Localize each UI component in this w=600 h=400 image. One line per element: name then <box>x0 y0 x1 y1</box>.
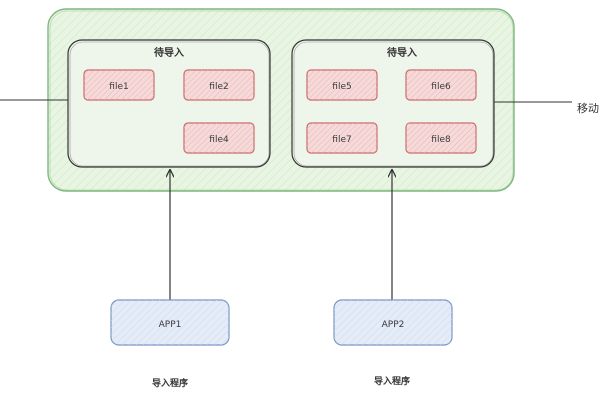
side-label-move: 移动 <box>577 102 599 115</box>
file-label: file7 <box>332 135 351 145</box>
file-card: file7 <box>306 122 378 154</box>
app-label-2: APP2 <box>382 320 405 330</box>
file-label: file1 <box>109 82 128 92</box>
file-label: file6 <box>431 82 451 92</box>
file-card: file1 <box>83 69 155 101</box>
file-card: file4 <box>183 122 255 154</box>
app-caption-2: 导入程序 <box>374 375 410 387</box>
file-label: file8 <box>431 135 451 145</box>
file-label: file5 <box>332 82 351 92</box>
file-card: file5 <box>306 69 378 101</box>
app-box-2: APP2 <box>333 299 453 346</box>
file-card: file6 <box>405 69 477 101</box>
queue-box-1: 待导入 file1 file2 file4 <box>67 39 271 168</box>
queue-title-1: 待导入 <box>154 46 184 59</box>
file-card: file2 <box>183 69 255 101</box>
app-box-1: APP1 <box>110 299 230 346</box>
app-caption-1: 导入程序 <box>152 377 188 389</box>
app-label-1: APP1 <box>159 320 182 330</box>
file-label: file2 <box>209 82 228 92</box>
queue-box-2: 待导入 file5 file6 file7 file8 <box>291 39 495 168</box>
file-label: file4 <box>209 135 229 145</box>
queue-title-2: 待导入 <box>387 46 417 59</box>
file-card: file8 <box>405 122 477 154</box>
